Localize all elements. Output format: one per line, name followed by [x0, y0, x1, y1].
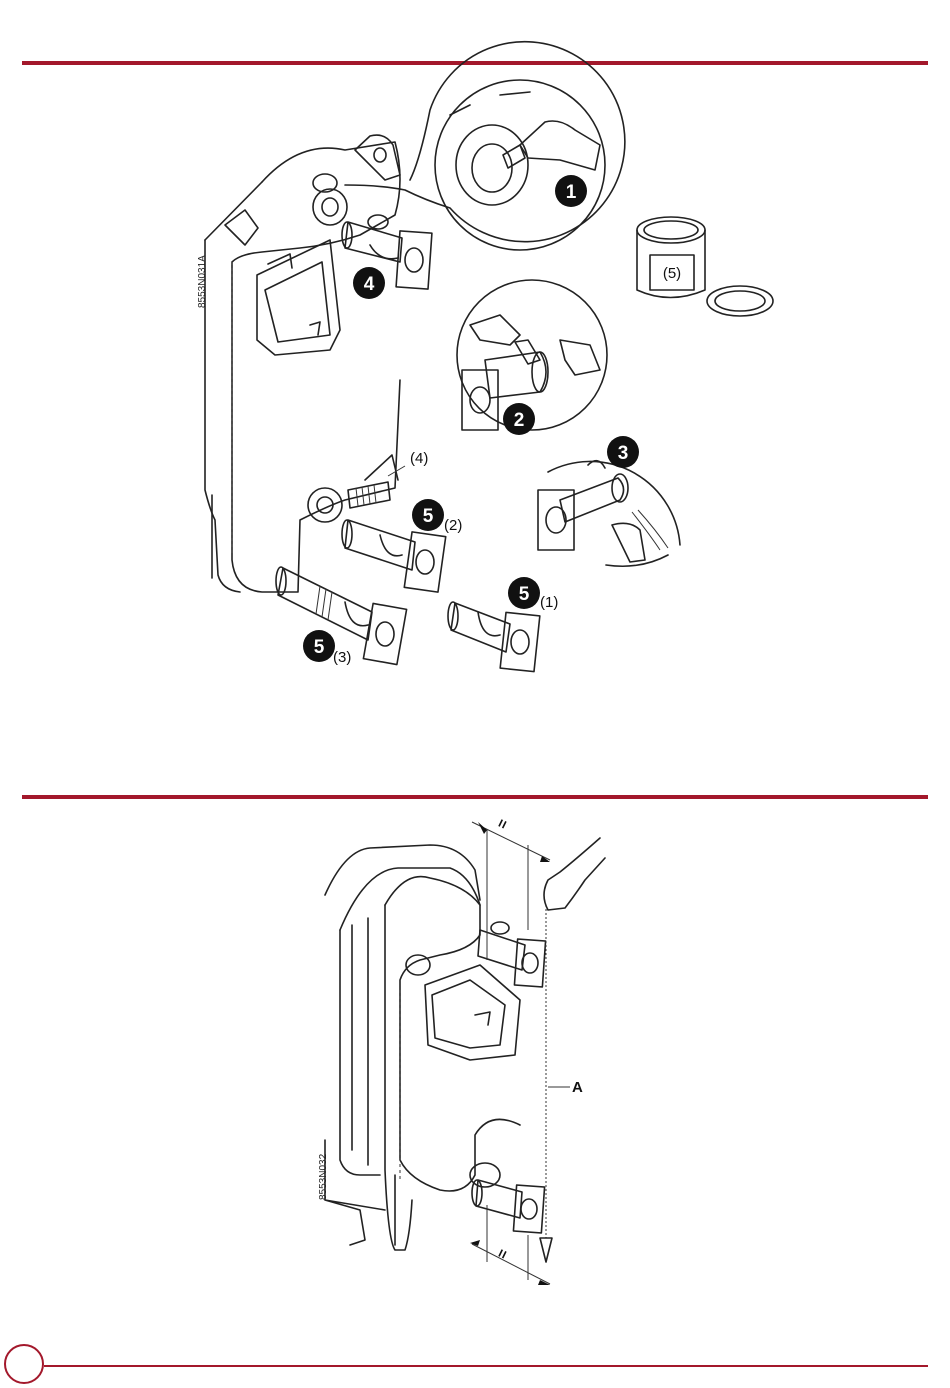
detail-bubble-3: [538, 461, 680, 567]
figure-2-code: 8553N032: [318, 1153, 329, 1200]
plumb-label: A: [572, 1079, 583, 1096]
svg-text:1: 1: [566, 182, 577, 203]
boiler-assembly-drawing: [325, 845, 520, 1250]
lower-nipple: [472, 1180, 545, 1233]
step-badge-5-variant-3: 5: [303, 630, 335, 662]
step-badge-5-variant-2: 5: [412, 499, 444, 531]
figure-1-code: 8553N031A: [197, 255, 208, 308]
svg-text:=: =: [493, 1246, 512, 1262]
hand-drawing: [544, 838, 605, 910]
figure-1: (5): [197, 42, 773, 672]
nipple-5-variant-2: (2): [342, 517, 462, 592]
variant-1-label: (1): [540, 594, 558, 611]
can-label: (5): [663, 265, 681, 282]
gasket-ring: [707, 286, 773, 316]
svg-text:5: 5: [423, 506, 434, 527]
dimension-bottom: =: [470, 1205, 550, 1285]
dimension-top: =: [472, 816, 550, 960]
step-badge-4: 4: [353, 267, 385, 299]
nipple-5-variant-1: (1): [448, 594, 558, 672]
paste-can-drawing: (5): [637, 217, 705, 298]
step-badge-1: 1: [555, 175, 587, 207]
step-badge-2: 2: [503, 403, 535, 435]
svg-text:2: 2: [514, 410, 525, 431]
fitting-label: (4): [410, 450, 428, 467]
plumb-bob: [540, 1238, 552, 1262]
variant-2-label: (2): [444, 517, 462, 534]
boiler-section-drawing: [205, 135, 400, 592]
svg-text:5: 5: [519, 584, 530, 605]
upper-nipple: [478, 922, 546, 987]
step-badge-5-variant-1: 5: [508, 577, 540, 609]
figure-2: A = = 8553N032: [318, 816, 605, 1285]
detail-bubble-2: [457, 280, 607, 430]
svg-text:5: 5: [314, 637, 325, 658]
svg-text:4: 4: [364, 274, 375, 295]
svg-text:3: 3: [618, 443, 629, 464]
nipple-5-variant-3: (3): [276, 567, 407, 666]
svg-text:=: =: [493, 816, 512, 832]
variant-3-label: (3): [333, 649, 351, 666]
step-badge-3: 3: [607, 436, 639, 468]
